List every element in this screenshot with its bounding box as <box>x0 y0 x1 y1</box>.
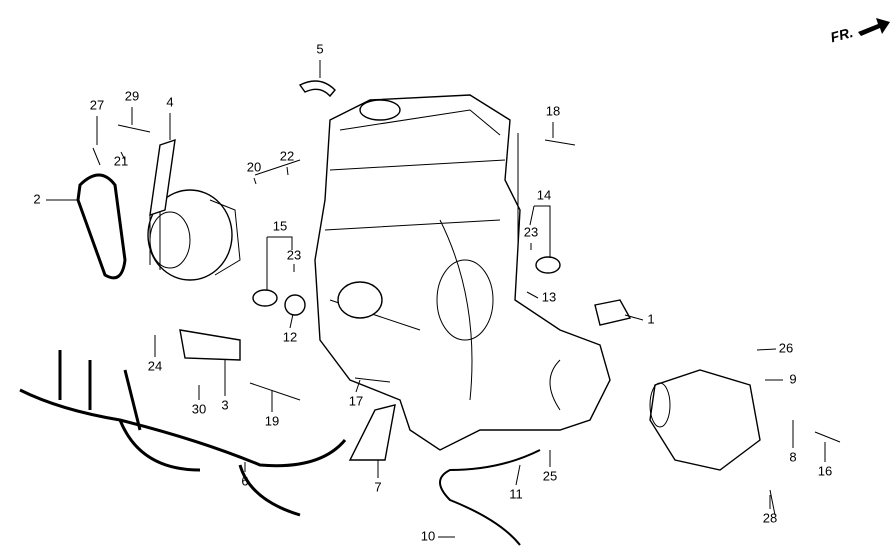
callout-8: 8 <box>789 449 796 464</box>
callout-26: 26 <box>779 340 793 355</box>
callout-18: 18 <box>546 103 560 118</box>
callout-5: 5 <box>316 41 323 56</box>
switch-14 <box>535 256 561 274</box>
callout-1: 1 <box>647 311 654 326</box>
callout-30: 30 <box>192 401 206 416</box>
front-label: FR. <box>829 24 855 45</box>
callout-10: 10 <box>421 528 435 543</box>
callout-23-right: 23 <box>524 224 538 239</box>
callout-15: 15 <box>273 218 287 233</box>
callout-14: 14 <box>537 187 551 202</box>
callout-29: 29 <box>125 88 139 103</box>
front-direction-marker: FR. <box>829 18 890 45</box>
callout-6: 6 <box>241 473 248 488</box>
clip-1 <box>594 299 632 326</box>
callout-27: 27 <box>90 97 104 112</box>
callout-2: 2 <box>33 191 40 206</box>
callout-19: 19 <box>265 413 279 428</box>
callout-20: 20 <box>247 159 261 174</box>
wire-harness <box>19 350 347 517</box>
callout-16: 16 <box>818 463 832 478</box>
callout-12: 12 <box>283 329 297 344</box>
switch-15 <box>252 289 278 307</box>
drive-belt <box>76 173 127 280</box>
callout-3: 3 <box>221 397 228 412</box>
callout-17: 17 <box>349 393 363 408</box>
callout-9: 9 <box>789 371 796 386</box>
callout-4: 4 <box>166 94 173 109</box>
bracket-3 <box>179 329 241 361</box>
callout-22: 22 <box>280 148 294 163</box>
callout-28: 28 <box>763 510 777 525</box>
bearing-shell-5 <box>298 80 336 98</box>
alternator <box>147 189 241 281</box>
alternator-bracket <box>149 138 176 217</box>
bracket-7 <box>348 404 396 461</box>
callout-13: 13 <box>542 289 556 304</box>
callouts: 5 27 29 4 18 20 22 21 2 14 15 23 23 13 1… <box>33 41 832 543</box>
callout-11: 11 <box>509 486 523 501</box>
engine-block <box>314 94 611 451</box>
callout-7: 7 <box>374 479 381 494</box>
leader-lines <box>46 60 826 538</box>
switch-12 <box>284 294 306 316</box>
callout-23-left: 23 <box>287 247 301 262</box>
callout-24: 24 <box>148 358 162 373</box>
front-arrow-icon <box>858 18 890 36</box>
callout-25: 25 <box>543 468 557 483</box>
callout-21: 21 <box>114 153 128 168</box>
oxygen-sensor-wire <box>439 449 541 546</box>
starter-motor <box>649 369 761 471</box>
bolts <box>92 124 841 516</box>
